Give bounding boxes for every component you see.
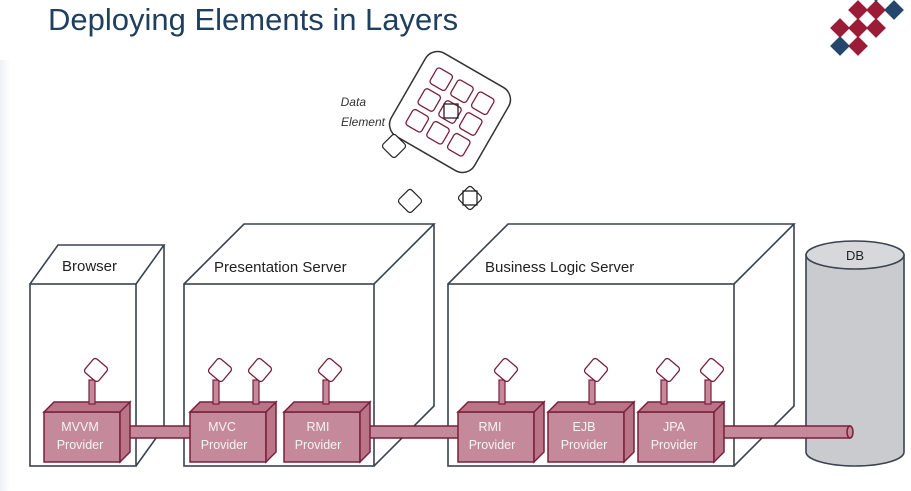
data-element-cluster: Data Element — [341, 50, 512, 174]
loose-data-element — [396, 187, 424, 215]
data-element-label-line1: Data — [341, 95, 367, 109]
provider-antennas — [83, 357, 725, 405]
business-logic-server-box — [447, 223, 796, 467]
provider-label: JPA — [663, 420, 686, 434]
antenna-data-element — [207, 357, 233, 405]
provider-label: Provider — [561, 438, 608, 452]
rmi-provider-presentation: RMI Provider — [282, 400, 372, 464]
jpa-provider: JPA Provider — [636, 400, 726, 464]
mvvm-provider: MVVM Provider — [42, 400, 132, 464]
db-cylinder — [805, 240, 905, 467]
antenna-data-element — [493, 357, 519, 405]
antenna-data-element — [83, 357, 109, 405]
provider-label: Provider — [651, 438, 698, 452]
provider-label: RMI — [307, 420, 330, 434]
ejb-provider: EJB Provider — [546, 400, 636, 464]
provider-label: MVC — [208, 420, 236, 434]
provider-label: Provider — [201, 438, 248, 452]
provider-label: Provider — [295, 438, 342, 452]
presentation-server-box — [183, 223, 436, 467]
antenna-data-element — [317, 357, 343, 405]
provider-label: RMI — [479, 420, 502, 434]
slide-edge-shading — [0, 60, 10, 491]
presentation-server-label: Presentation Server — [214, 259, 347, 276]
company-logo — [830, 0, 904, 56]
mvc-provider: MVC Provider — [188, 400, 278, 464]
db-label: DB — [846, 248, 864, 263]
provider-label: MVVM — [61, 420, 99, 434]
provider-label: Provider — [469, 438, 516, 452]
antenna-data-element — [247, 357, 273, 405]
data-element-label-line2: Element — [341, 115, 386, 129]
antenna-data-element — [655, 357, 681, 405]
page-title: Deploying Elements in Layers — [48, 2, 459, 37]
provider-label: EJB — [573, 420, 596, 434]
browser-label: Browser — [62, 258, 117, 275]
antenna-data-element — [699, 357, 725, 405]
antenna-data-element — [583, 357, 609, 405]
loose-data-element — [456, 184, 484, 212]
provider-label: Provider — [57, 438, 104, 452]
pipe-connections — [121, 425, 854, 439]
rmi-provider-business: RMI Provider — [456, 400, 546, 464]
business-logic-server-label: Business Logic Server — [485, 259, 634, 276]
